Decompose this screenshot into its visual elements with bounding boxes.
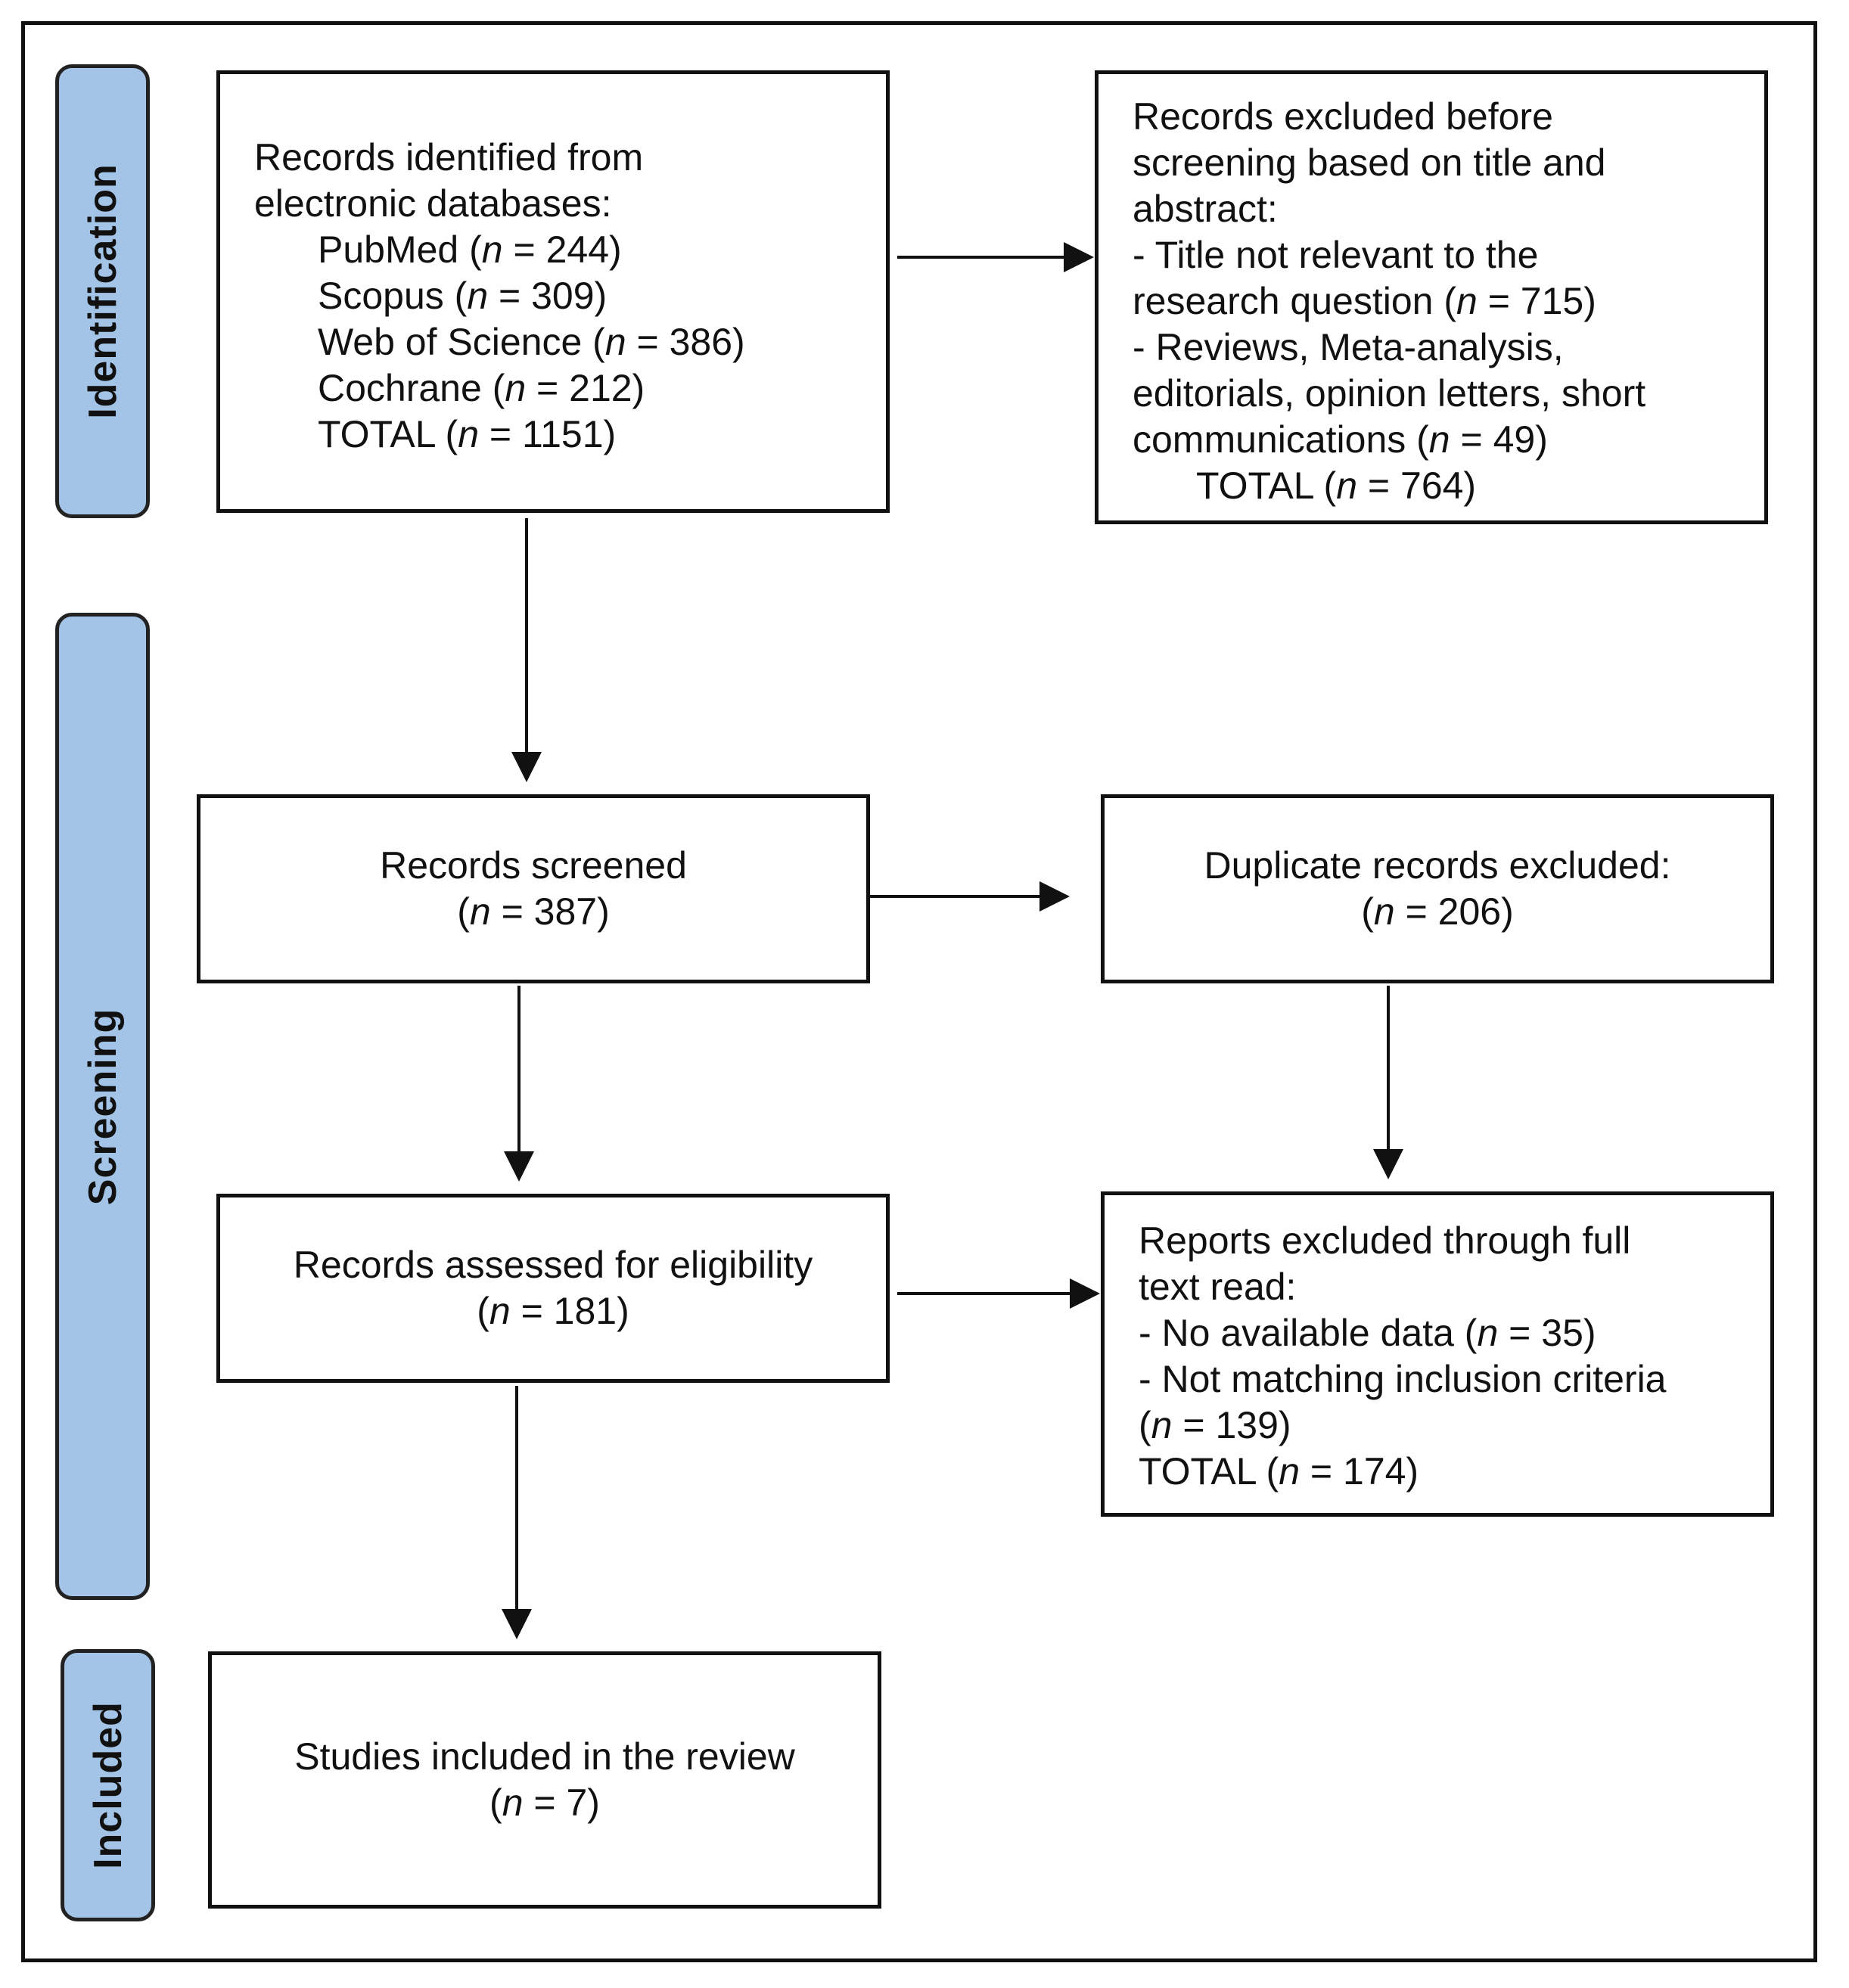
excluded-before-line-6: - Reviews, Meta-analysis, — [1133, 326, 1564, 368]
excluded-before-line-1: Records excluded before — [1133, 95, 1553, 138]
studies-included-box: Studies included in the review (n = 7) — [208, 1651, 881, 1909]
source-web-of-science: Web of Science (n = 386) — [318, 321, 745, 363]
assessed-eligibility-title: Records assessed for eligibility — [293, 1244, 813, 1286]
source-pubmed: PubMed (n = 244) — [318, 228, 622, 271]
phase-screening: Screening — [55, 613, 150, 1600]
excluded-before-line-8: communications (n = 49) — [1133, 418, 1548, 461]
excluded-full-text-line-1: Reports excluded through full — [1139, 1219, 1631, 1262]
source-cochrane: Cochrane (n = 212) — [318, 367, 645, 409]
excluded-before-screening-box: Records excluded before screening based … — [1095, 70, 1768, 524]
excluded-before-line-4: - Title not relevant to the — [1133, 234, 1539, 276]
excluded-full-text-line-2: text read: — [1139, 1266, 1297, 1308]
records-identified-title-1: Records identified from — [254, 136, 644, 179]
excluded-full-text-total: TOTAL (n = 174) — [1139, 1450, 1419, 1493]
diagram-frame — [21, 21, 1817, 1962]
excluded-full-text-box: Reports excluded through full text read:… — [1101, 1191, 1774, 1517]
excluded-before-line-7: editorials, opinion letters, short — [1133, 372, 1646, 415]
excluded-before-line-2: screening based on title and — [1133, 141, 1606, 184]
records-screened-count: (n = 387) — [457, 890, 610, 933]
excluded-before-line-5: research question (n = 715) — [1133, 280, 1596, 322]
excluded-full-text-line-5: (n = 139) — [1139, 1404, 1291, 1446]
assessed-eligibility-box: Records assessed for eligibility (n = 18… — [216, 1194, 890, 1383]
duplicates-excluded-count: (n = 206) — [1361, 890, 1514, 933]
phase-identification: Identification — [55, 64, 150, 518]
excluded-full-text-line-4: - Not matching inclusion criteria — [1139, 1358, 1667, 1400]
studies-included-title: Studies included in the review — [294, 1735, 795, 1778]
assessed-eligibility-count: (n = 181) — [477, 1290, 629, 1332]
records-screened-box: Records screened (n = 387) — [197, 794, 870, 983]
records-screened-title: Records screened — [380, 844, 687, 887]
duplicates-excluded-title: Duplicate records excluded: — [1204, 844, 1671, 887]
phase-included: Included — [61, 1649, 155, 1921]
excluded-full-text-line-3: - No available data (n = 35) — [1139, 1312, 1596, 1354]
excluded-before-line-3: abstract: — [1133, 188, 1278, 230]
excluded-before-total: TOTAL (n = 764) — [1196, 464, 1477, 507]
duplicates-excluded-box: Duplicate records excluded: (n = 206) — [1101, 794, 1774, 983]
records-identified-box: Records identified from electronic datab… — [216, 70, 890, 513]
source-scopus: Scopus (n = 309) — [318, 275, 608, 317]
source-total: TOTAL (n = 1151) — [318, 413, 617, 455]
studies-included-count: (n = 7) — [489, 1781, 600, 1824]
records-identified-title-2: electronic databases: — [254, 182, 612, 225]
